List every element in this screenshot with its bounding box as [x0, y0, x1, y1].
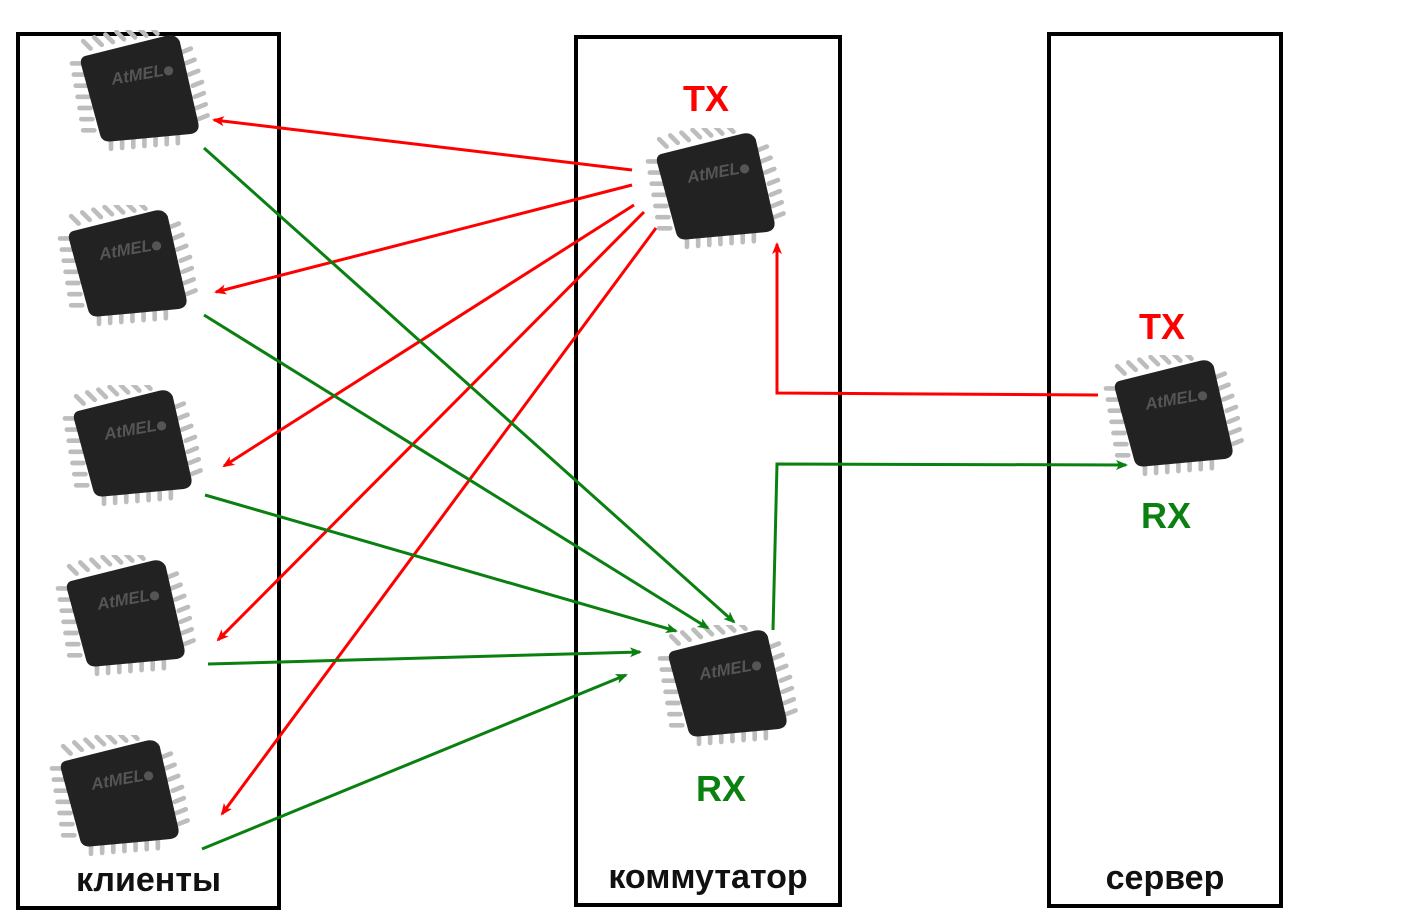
rx-wire-client-4	[207, 647, 642, 666]
tx-wire-client-2	[214, 183, 633, 295]
tx-wire-client-4	[216, 210, 646, 642]
rx-wire-server	[771, 459, 1128, 631]
clients-label: клиенты	[75, 861, 222, 899]
rx-wire-client-3	[204, 493, 678, 634]
tx-wire-client-3	[222, 203, 635, 468]
switch-rx-label: RX	[696, 768, 747, 809]
server-rx-label: RX	[1141, 495, 1192, 536]
rx-wire-client-5	[201, 673, 628, 851]
tx-wire-client-1	[212, 116, 633, 172]
server-box: сервер	[1047, 32, 1283, 908]
switch-label: коммутатор	[608, 858, 808, 896]
tx-wire-server	[772, 242, 1099, 397]
tx-wire-client-5	[220, 227, 658, 816]
rx-wire-client-1	[203, 146, 736, 624]
clients-box: клиенты	[16, 32, 281, 910]
switch-tx-label: TX	[683, 78, 730, 119]
rx-wire-client-2	[203, 313, 710, 630]
switch-box: коммутатор	[574, 35, 842, 907]
server-tx-label: TX	[1139, 306, 1186, 347]
server-label: сервер	[1105, 859, 1225, 897]
